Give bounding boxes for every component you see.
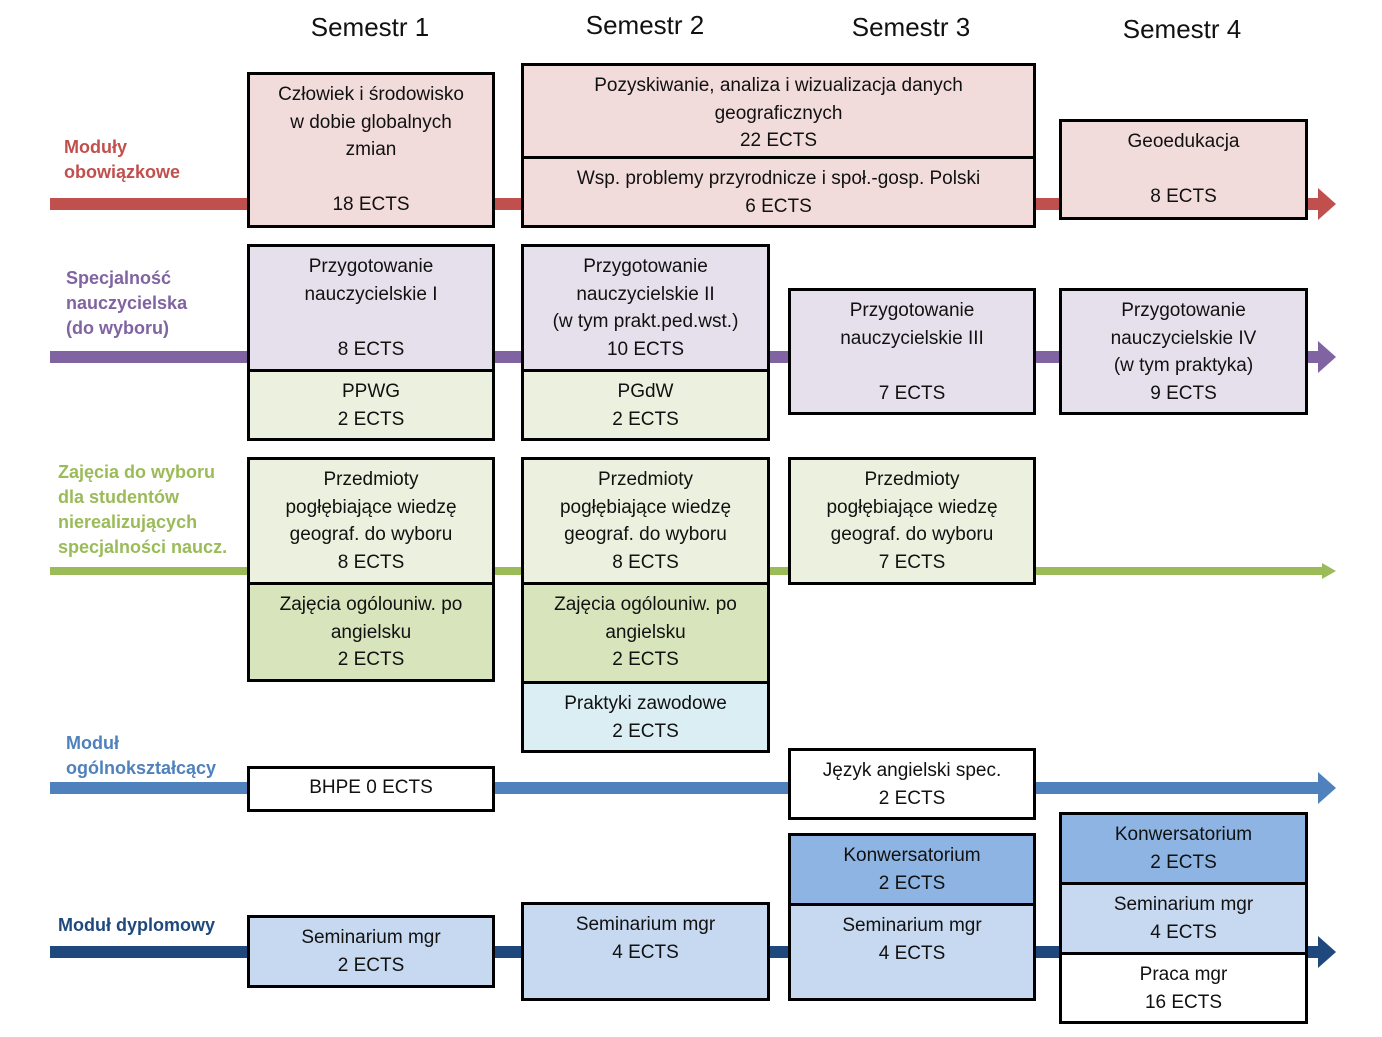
box-seminarium-4: Seminarium mgr 4 ECTS xyxy=(1059,882,1308,955)
box-wsp-problemy: Wsp. problemy przyrodnicze i społ.-gosp.… xyxy=(521,156,1036,228)
arrow-nauczycielska xyxy=(1318,341,1336,373)
semester-3-header: Semestr 3 xyxy=(851,12,971,42)
arrow-wybor xyxy=(1322,563,1336,579)
box-przedmioty-1: Przedmioty pogłębiające wiedzę geograf. … xyxy=(247,457,495,585)
box-czlowiek-i-srodowisko: Człowiek i środowisko w dobie globalnych… xyxy=(247,72,495,228)
box-przygotowanie-3: Przygotowanie nauczycielskie III 7 ECTS xyxy=(788,288,1036,415)
arrow-dyplomowy xyxy=(1318,936,1336,968)
box-przedmioty-2: Przedmioty pogłębiające wiedzę geograf. … xyxy=(521,457,770,585)
box-zajecia-ogolouniw-1: Zajęcia ogólouniw. po angielsku 2 ECTS xyxy=(247,582,495,682)
semester-1-header: Semestr 1 xyxy=(310,12,430,42)
row-label-obowiazkowe: Moduły obowiązkowe xyxy=(64,137,181,182)
box-praktyki-zawodowe: Praktyki zawodowe 2 ECTS xyxy=(521,681,770,753)
box-przygotowanie-1: Przygotowanie nauczycielskie I 8 ECTS xyxy=(247,244,495,372)
box-przygotowanie-2: Przygotowanie nauczycielskie II (w tym p… xyxy=(521,244,770,372)
arrow-ogolno xyxy=(1318,772,1336,804)
row-label-ogolno: Moduł ogólnokształcący xyxy=(66,733,217,778)
box-geoedukacja: Geoedukacja 8 ECTS xyxy=(1059,119,1308,220)
semester-2-header: Semestr 2 xyxy=(585,10,705,40)
box-konwersatorium-4: Konwersatorium 2 ECTS xyxy=(1059,812,1308,885)
box-konwersatorium-3: Konwersatorium 2 ECTS xyxy=(788,833,1036,906)
arrow-obowiazkowe xyxy=(1318,188,1336,220)
timeline-ogolno xyxy=(50,782,1322,794)
box-seminarium-1: Seminarium mgr 2 ECTS xyxy=(247,915,495,988)
semester-4-header: Semestr 4 xyxy=(1122,14,1242,44)
box-przygotowanie-4: Przygotowanie nauczycielskie IV (w tym p… xyxy=(1059,288,1308,415)
box-ppwg: PPWG 2 ECTS xyxy=(247,369,495,441)
box-przedmioty-3: Przedmioty pogłębiające wiedzę geograf. … xyxy=(788,457,1036,585)
row-label-dyplomowy: Moduł dyplomowy xyxy=(58,915,215,935)
box-seminarium-3: Seminarium mgr 4 ECTS xyxy=(788,903,1036,1001)
box-jezyk-angielski: Język angielski spec. 2 ECTS xyxy=(788,748,1036,820)
box-praca-mgr: Praca mgr 16 ECTS xyxy=(1059,952,1308,1024)
row-label-nauczycielska: Specjalność nauczycielska (do wyboru) xyxy=(66,268,188,338)
box-pgdw: PGdW 2 ECTS xyxy=(521,369,770,441)
box-seminarium-2: Seminarium mgr 4 ECTS xyxy=(521,902,770,1001)
row-label-wybor: Zajęcia do wyboru dla studentów niereali… xyxy=(58,462,228,557)
box-bhpe: BHPE 0 ECTS xyxy=(247,766,495,812)
box-pozyskiwanie-danych: Pozyskiwanie, analiza i wizualizacja dan… xyxy=(521,63,1036,159)
box-zajecia-ogolouniw-2: Zajęcia ogólouniw. po angielsku 2 ECTS xyxy=(521,582,770,684)
